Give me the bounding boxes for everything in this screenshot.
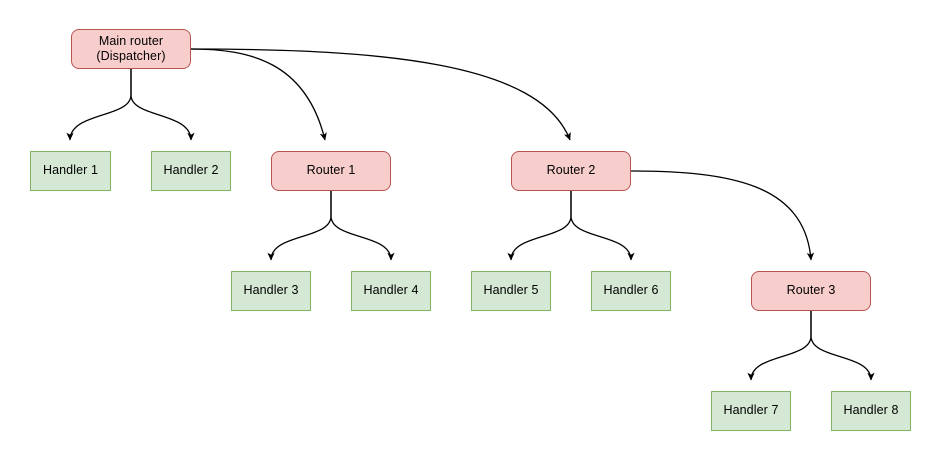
edge-main-to-router-1 [190, 48, 327, 141]
edge-main-to-handler-2 [130, 69, 195, 141]
node-label-router-1: Router 1 [306, 163, 356, 178]
node-label-handler-6: Handler 6 [603, 283, 659, 298]
node-handler-3[interactable]: Handler 3 [231, 271, 311, 311]
node-label-router-3: Router 3 [786, 283, 836, 298]
edge-router-1-to-handler-4 [330, 191, 395, 261]
node-handler-2[interactable]: Handler 2 [151, 151, 231, 191]
node-handler-1[interactable]: Handler 1 [30, 151, 111, 191]
node-handler-4[interactable]: Handler 4 [351, 271, 431, 311]
edge-router-2-to-handler-6 [570, 191, 635, 261]
node-label-router-2: Router 2 [546, 163, 596, 178]
node-label-handler-3: Handler 3 [243, 283, 299, 298]
edge-router-3-to-handler-8 [810, 311, 875, 381]
node-router-2[interactable]: Router 2 [511, 151, 631, 191]
edge-router-3-to-handler-7 [747, 311, 812, 381]
node-router-3[interactable]: Router 3 [751, 271, 871, 311]
node-label-handler-8: Handler 8 [843, 403, 899, 418]
edge-router-2-to-router-3 [630, 170, 815, 261]
node-handler-8[interactable]: Handler 8 [831, 391, 911, 431]
edge-router-1-to-handler-3 [267, 191, 332, 261]
node-label-handler-2: Handler 2 [163, 163, 219, 178]
node-label-handler-7: Handler 7 [723, 403, 779, 418]
node-label-handler-4: Handler 4 [363, 283, 419, 298]
node-handler-6[interactable]: Handler 6 [591, 271, 671, 311]
node-label-main-router: Main router (Dispatcher) [96, 33, 166, 63]
edge-router-2-to-handler-5 [507, 191, 572, 261]
node-label-handler-5: Handler 5 [483, 283, 539, 298]
node-handler-7[interactable]: Handler 7 [711, 391, 791, 431]
edge-main-to-router-2 [190, 48, 571, 141]
node-label-handler-1: Handler 1 [42, 163, 99, 178]
node-main-router[interactable]: Main router (Dispatcher) [71, 29, 191, 69]
edge-main-to-handler-1 [66, 69, 132, 141]
node-handler-5[interactable]: Handler 5 [471, 271, 551, 311]
node-router-1[interactable]: Router 1 [271, 151, 391, 191]
